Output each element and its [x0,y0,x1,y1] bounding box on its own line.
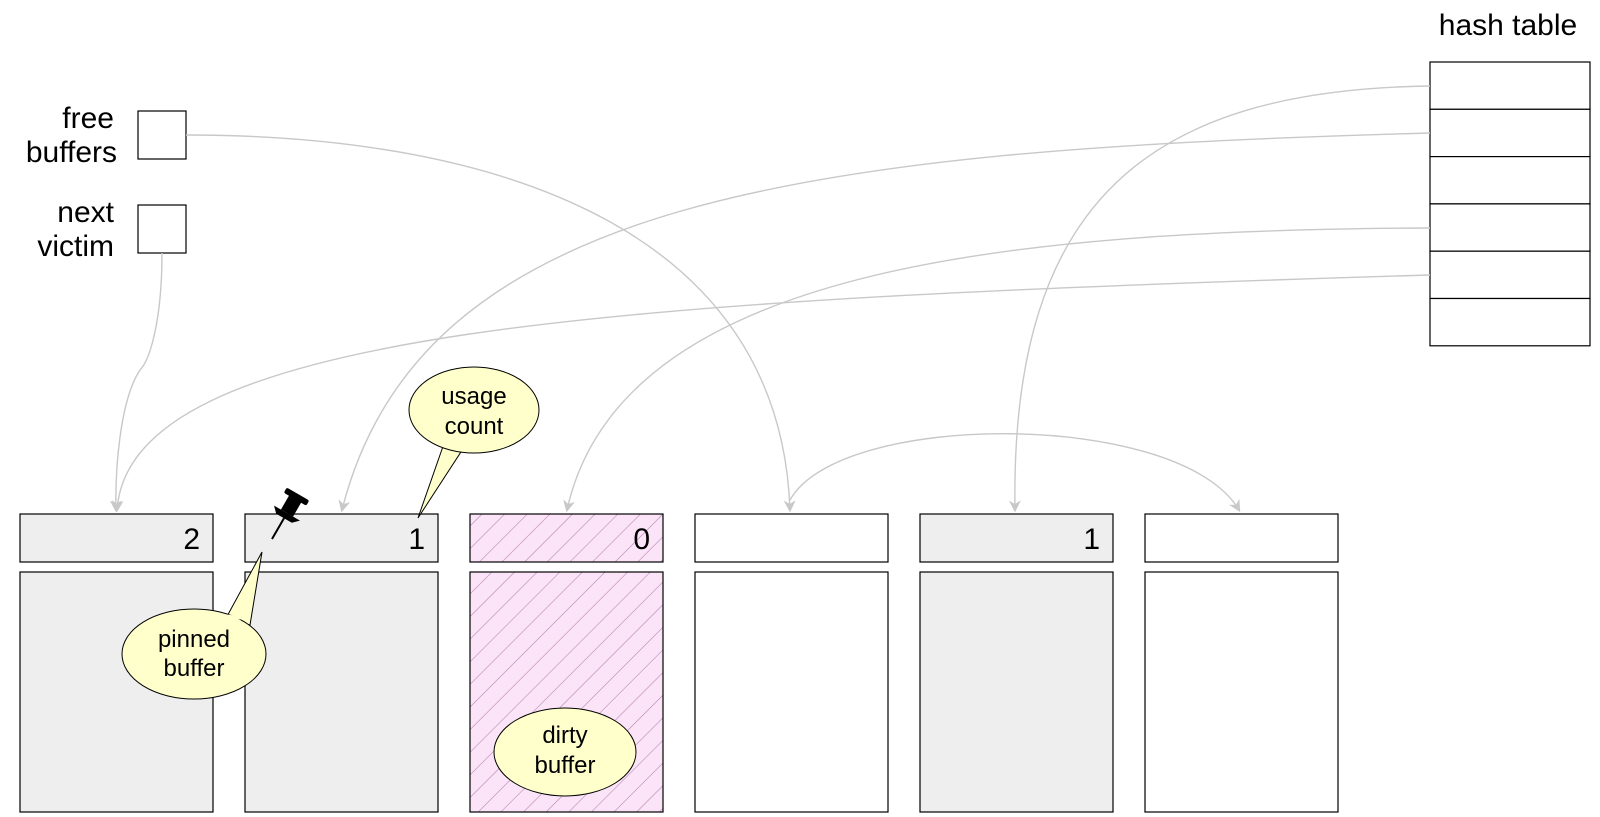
pinned-buffer-text-line2: buffer [164,655,225,682]
buffer-header-5 [919,513,1114,563]
free-buffers-pointer: free buffers [26,102,187,169]
buffer-pool: 2 1 0 1 [19,513,1339,813]
free-buffers-box [137,110,187,160]
hash-table-slot-4 [1429,203,1591,252]
arrow-hash-slot2-to-buffer-2 [338,132,1431,513]
dirty-buffer-text-line2: buffer [535,752,596,779]
buffer-header-3 [469,513,664,563]
free-buffers-label-line1: free [62,102,114,135]
next-victim-pointer: next victim [37,196,187,263]
hash-table-slot-2 [1429,108,1591,158]
arrow-hash-slot1-to-buffer-5 [1008,85,1431,513]
arrow-free-to-buffer-4 [185,134,796,513]
pushpin-icon [271,488,309,540]
callout-usage-count: usage count [408,366,540,519]
buffer-5: 1 [919,513,1114,813]
hash-table-title: hash table [1439,9,1577,42]
usage-count-value-2: 1 [408,523,425,556]
next-victim-label-line2: victim [37,230,114,263]
pointer-arrows [109,85,1431,513]
hash-table-slot-6 [1429,297,1591,347]
arrow-buffer-4-to-buffer-6 [789,433,1241,513]
arrow-hash-slot5-to-buffer-1 [111,274,1431,513]
next-victim-label-line1: next [57,196,114,229]
free-buffers-label-line2: buffers [26,136,117,169]
usage-count-value-5: 1 [1083,523,1100,556]
arrow-hash-slot4-to-buffer-3 [563,227,1431,513]
pinned-buffer-text-line1: pinned [158,626,230,653]
buffer-page-2 [244,571,439,813]
buffer-header-2 [244,513,439,563]
arrow-victim-to-buffer-1 [109,252,163,513]
usage-count-text-line2: count [445,413,504,440]
next-victim-box [137,204,187,254]
buffer-4 [694,513,889,813]
usage-count-value-1: 2 [183,523,200,556]
buffer-header-1 [19,513,214,563]
buffer-header-4 [694,513,889,563]
usage-count-text-line1: usage [441,383,506,410]
buffer-header-6 [1144,513,1339,563]
callout-pinned-buffer: pinned buffer [121,551,267,700]
buffer-2: 1 [244,513,439,813]
buffer-6 [1144,513,1339,813]
usage-count-value-3: 0 [633,523,650,556]
callout-dirty-buffer: dirty buffer [493,707,637,797]
buffer-page-4 [694,571,889,813]
hash-table: hash table [1429,9,1591,347]
hash-table-slot-3 [1429,156,1591,205]
hash-table-slot-5 [1429,250,1591,300]
buffer-page-5 [919,571,1114,813]
buffer-page-6 [1144,571,1339,813]
dirty-buffer-text-line1: dirty [542,722,587,749]
hash-table-slot-1 [1429,61,1591,110]
